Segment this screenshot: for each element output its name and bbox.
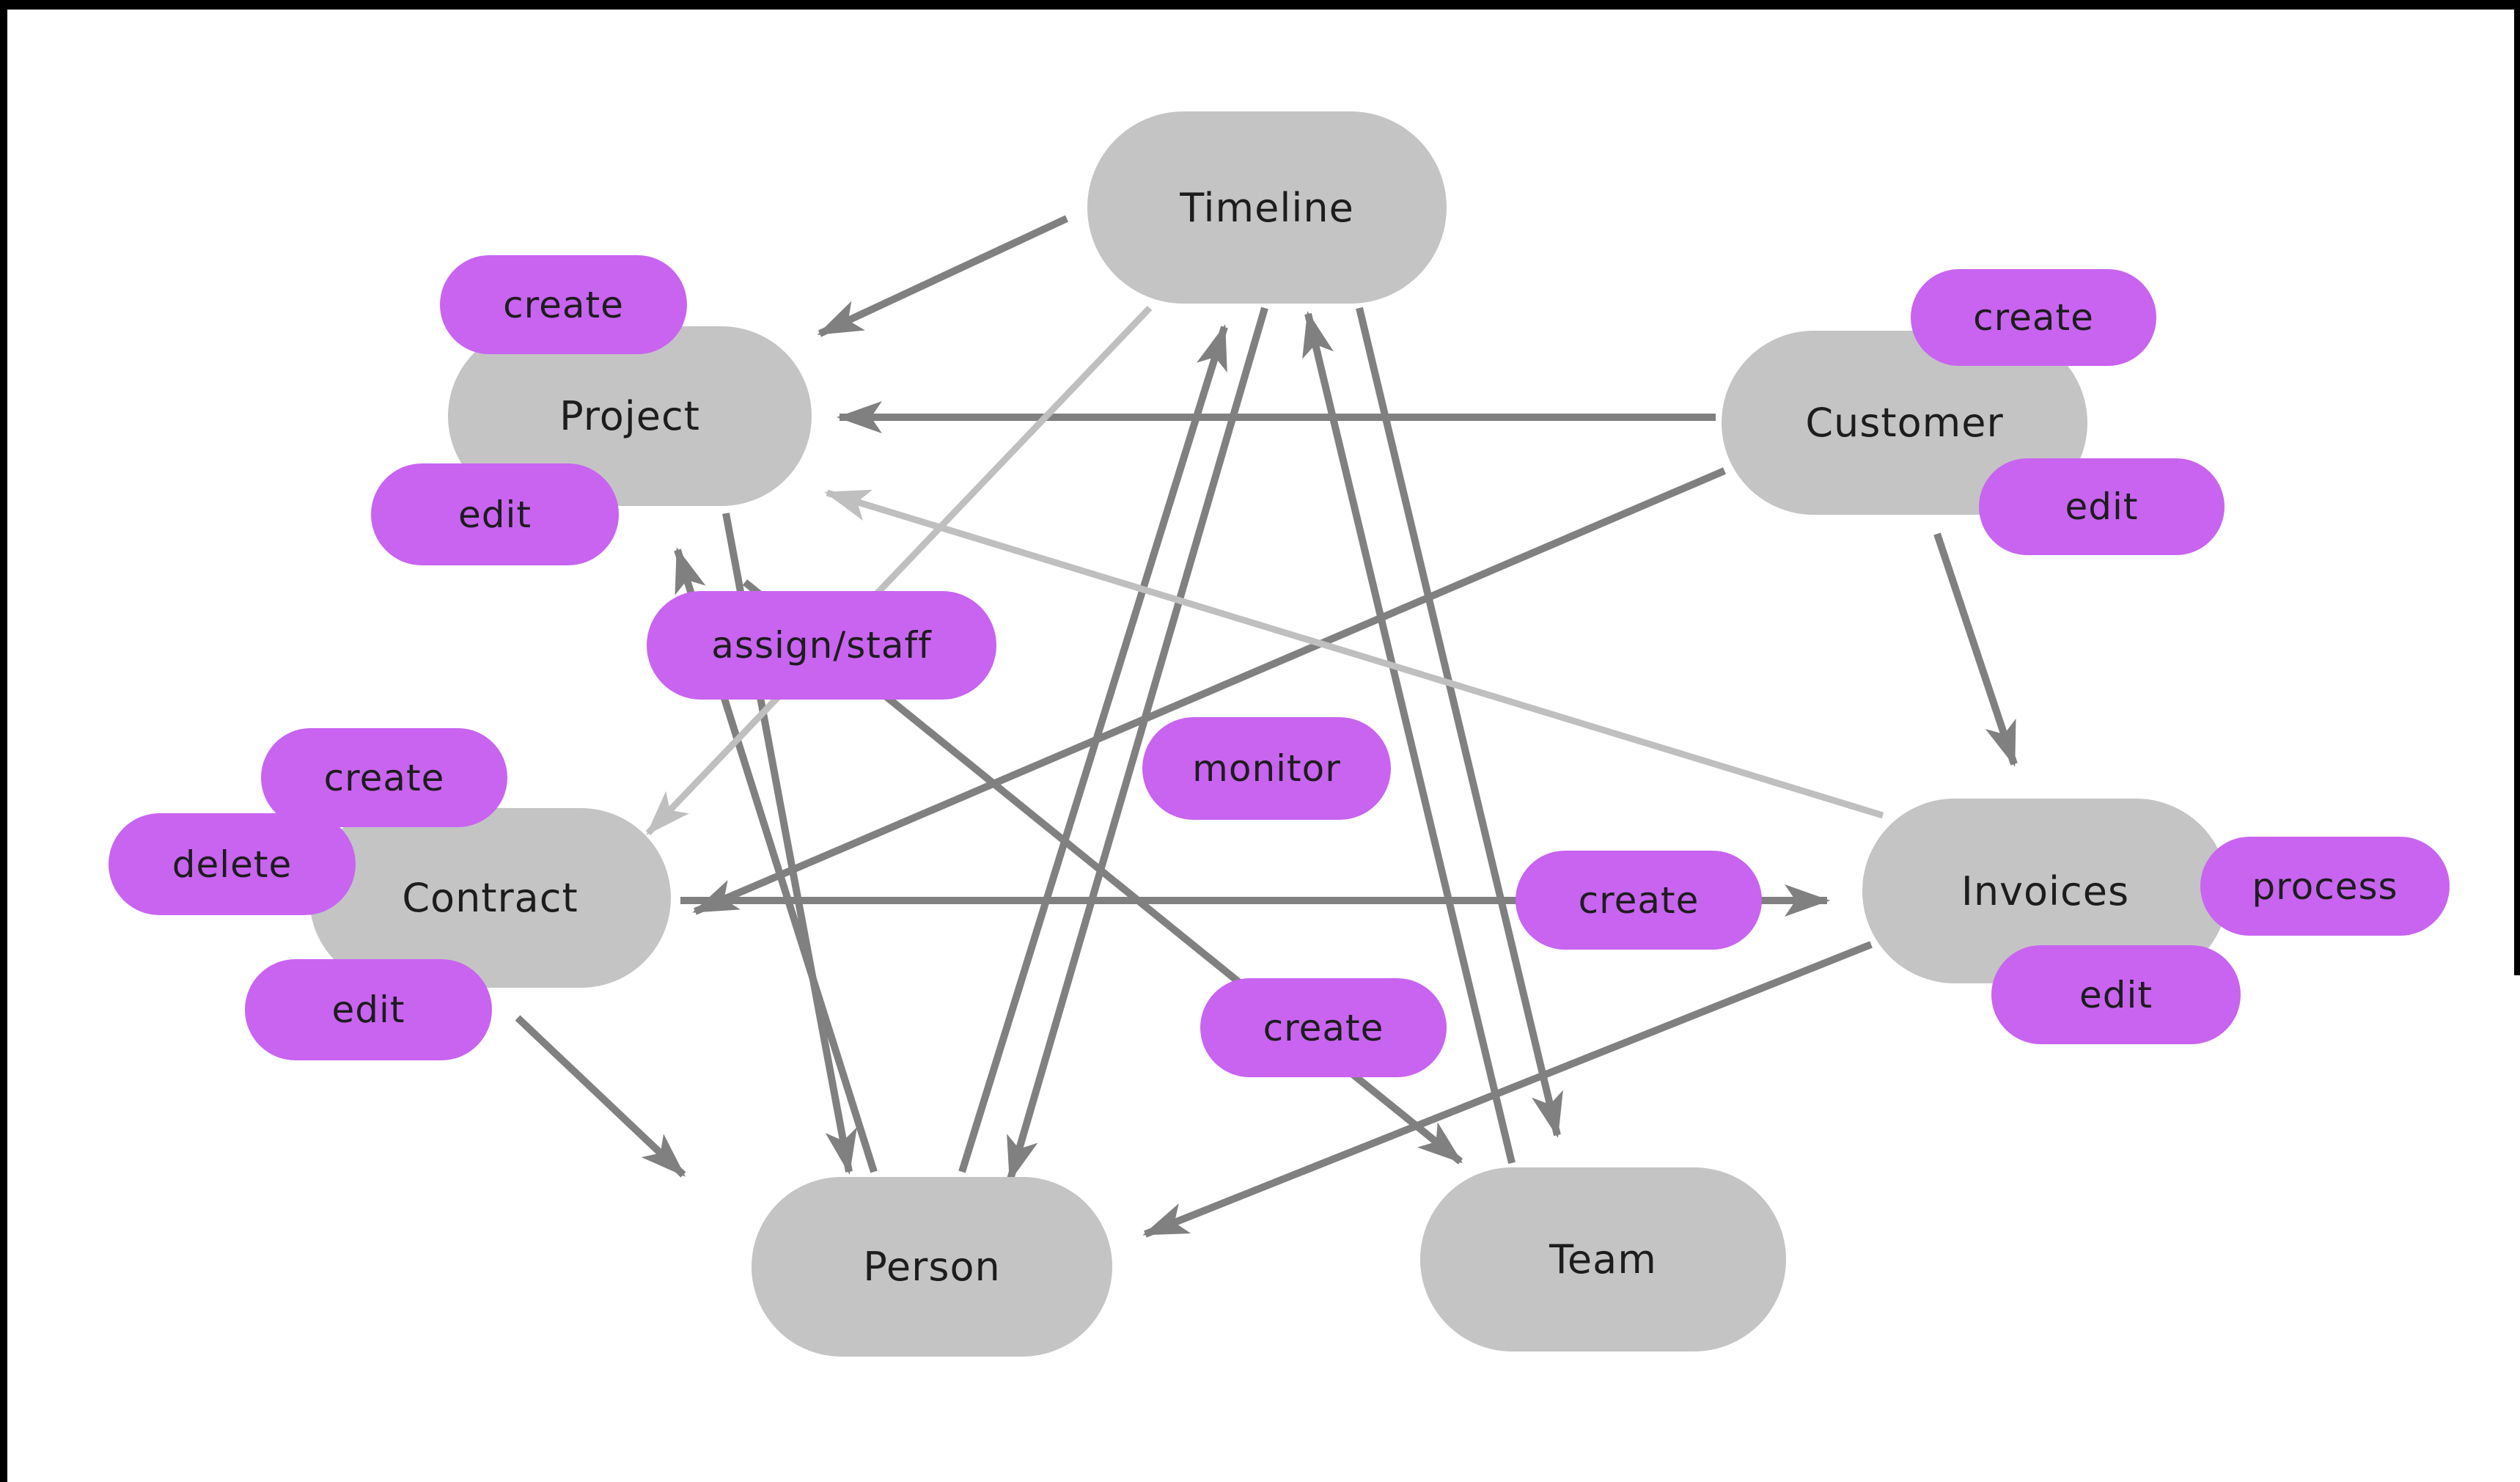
edge-timeline-person	[1007, 307, 1268, 1182]
node-team-label: Team	[1549, 1236, 1657, 1283]
action-contract-create-label: create	[323, 756, 445, 799]
action-team-create-label: create	[1263, 1006, 1384, 1049]
action-invoices-create-label: create	[1578, 878, 1700, 922]
edge-invoices-project	[824, 489, 1884, 819]
node-team: Team	[1420, 1167, 1786, 1351]
action-invoices-edit-label: edit	[2079, 973, 2153, 1016]
edge-contract-person	[515, 1015, 686, 1178]
edge-timeline-team	[1356, 307, 1563, 1138]
action-assign-staff-label: assign/staff	[711, 624, 932, 667]
action-contract-edit: edit	[245, 959, 492, 1060]
action-project-edit: edit	[371, 463, 619, 565]
action-project-edit-label: edit	[458, 493, 532, 536]
edge-customer-invoices	[1933, 532, 2018, 767]
action-project-create: create	[440, 255, 687, 354]
edges-group	[515, 215, 2018, 1238]
action-contract-edit-label: edit	[331, 988, 405, 1031]
action-contract-create: create	[261, 728, 507, 827]
action-contract-delete-label: delete	[172, 843, 293, 886]
frame-right-border	[2514, 0, 2520, 975]
frame-top-border	[0, 0, 2520, 10]
action-team-create: create	[1200, 978, 1447, 1077]
node-project-label: Project	[559, 393, 700, 439]
edge-timeline-contract	[645, 305, 1153, 836]
node-timeline: Timeline	[1087, 111, 1447, 304]
action-customer-create-label: create	[1973, 296, 2094, 339]
edge-timeline-project	[817, 215, 1069, 337]
edge-person-timeline	[958, 324, 1228, 1173]
node-person: Person	[752, 1177, 1112, 1357]
node-invoices-label: Invoices	[1961, 867, 2130, 914]
node-person-label: Person	[863, 1244, 1001, 1290]
action-contract-delete: delete	[109, 813, 356, 915]
action-invoices-create: create	[1516, 851, 1762, 950]
action-invoices-edit: edit	[1991, 945, 2241, 1044]
node-timeline-label: Timeline	[1180, 184, 1354, 231]
action-monitor-label: monitor	[1192, 747, 1341, 790]
action-assign-staff: assign/staff	[647, 591, 996, 700]
action-customer-edit-label: edit	[2065, 485, 2139, 528]
node-contract-label: Contract	[402, 875, 578, 921]
action-customer-edit: edit	[1979, 458, 2225, 555]
action-customer-create: create	[1911, 269, 2156, 366]
edge-invoices-person	[1142, 941, 1873, 1238]
edge-team-timeline	[1302, 311, 1516, 1164]
action-project-create-label: create	[503, 283, 624, 326]
action-monitor: monitor	[1142, 717, 1391, 820]
frame-left-border	[0, 0, 7, 1482]
node-contract: Contract	[309, 808, 671, 988]
edge-customer-contract	[692, 467, 1726, 915]
action-invoices-process: process	[2200, 837, 2450, 936]
node-customer-label: Customer	[1805, 400, 2004, 446]
action-invoices-process-label: process	[2252, 865, 2398, 908]
